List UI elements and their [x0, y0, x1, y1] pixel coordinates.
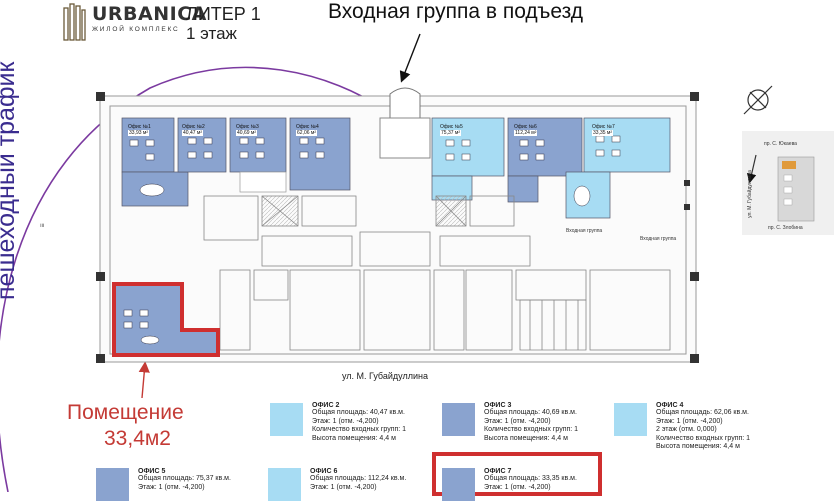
- legend-office-3-swatch: [442, 403, 475, 436]
- columns: [96, 92, 699, 363]
- entrance-label-b: Входная группа: [640, 236, 677, 242]
- legend-office-5: ОФИС 5 Общая площадь: 75,37 кв.м. Этаж: …: [138, 468, 231, 491]
- legend-office-2-swatch: [270, 403, 303, 436]
- premise-arrow: [138, 361, 150, 399]
- legend-office-3: ОФИС 3 Общая площадь: 40,69 кв.м. Этаж: …: [484, 402, 579, 442]
- premise-caption-area: 33,4м2: [104, 427, 171, 450]
- legend-office-6: ОФИС 6 Общая площадь: 112,24 кв.м. Этаж:…: [310, 468, 407, 491]
- location-minimap: пр. С. Юкаева ул. М. Губайдуллина пр. С.…: [742, 131, 834, 235]
- legend-office-7: ОФИС 7 Общая площадь: 33,35 кв.м. Этаж: …: [484, 468, 577, 491]
- entrance-caption: Входная группа в подъезд: [328, 0, 583, 23]
- entrance-label-a: Входная группа: [566, 228, 603, 234]
- liter-title: ЛИТЕР 1: [186, 4, 261, 24]
- office-2-area: [177, 117, 227, 173]
- minimap-street-bottom: пр. С. Злобина: [768, 225, 803, 231]
- office-3-area: [229, 117, 287, 173]
- floor-title: 1 этаж: [186, 24, 237, 43]
- legend-office-4-swatch: [614, 403, 647, 436]
- brand-subtitle: ЖИЛОЙ КОМПЛЕКС: [92, 26, 180, 33]
- legend-office-6-swatch: [268, 468, 301, 501]
- legend-office-4: ОФИС 4 Общая площадь: 62,06 кв.м. Этаж: …: [656, 402, 751, 450]
- office-5-area: [431, 117, 505, 177]
- legend-office-2: ОФИС 2 Общая площадь: 40,47 кв.м. Этаж: …: [312, 402, 407, 442]
- brand-name: URBANICA: [92, 3, 207, 25]
- street-label: ул. М. Губайдуллина: [342, 371, 428, 381]
- premise-caption-title: Помещение: [67, 401, 184, 424]
- entrance-stair: [389, 87, 421, 119]
- minimap-street-top: пр. С. Юкаева: [764, 141, 797, 147]
- legend-office-7-swatch: [442, 468, 475, 501]
- compass-icon: [743, 85, 773, 115]
- legend-office-5-swatch: [96, 468, 129, 501]
- office-7-area: [583, 117, 671, 173]
- urbanica-logo-icon: [63, 3, 86, 41]
- highlighted-premise: [114, 284, 218, 355]
- minimap-street-side: ул. М. Губайдуллина: [746, 170, 753, 218]
- pedestrian-traffic-label: пешеходный трафик: [0, 61, 20, 300]
- entrance-arrow: [399, 33, 421, 83]
- traffic-mark: ≡: [39, 223, 47, 228]
- office-6-area: [507, 117, 583, 177]
